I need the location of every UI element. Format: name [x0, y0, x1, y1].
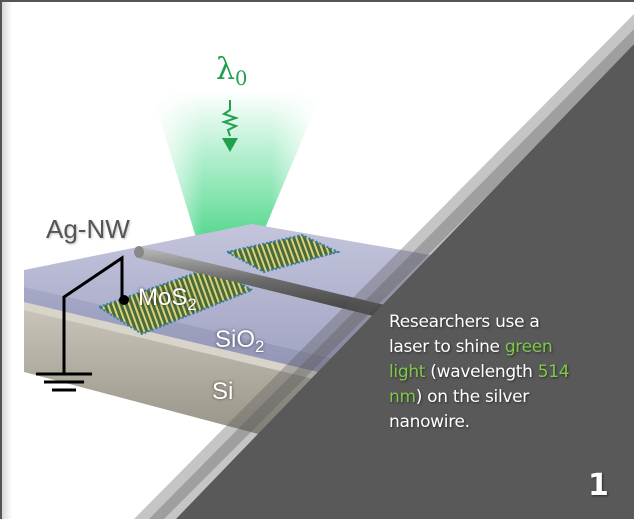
ag-nanowire	[134, 246, 422, 328]
wavy-arrow-down-icon	[220, 100, 240, 152]
left-edge-shade	[2, 2, 12, 519]
mos2-flake	[96, 233, 341, 336]
caption-panel	[133, 14, 634, 519]
laser-beam-cone	[152, 92, 322, 264]
contact-dot-icon	[119, 295, 129, 305]
ground-circuit	[36, 255, 124, 392]
